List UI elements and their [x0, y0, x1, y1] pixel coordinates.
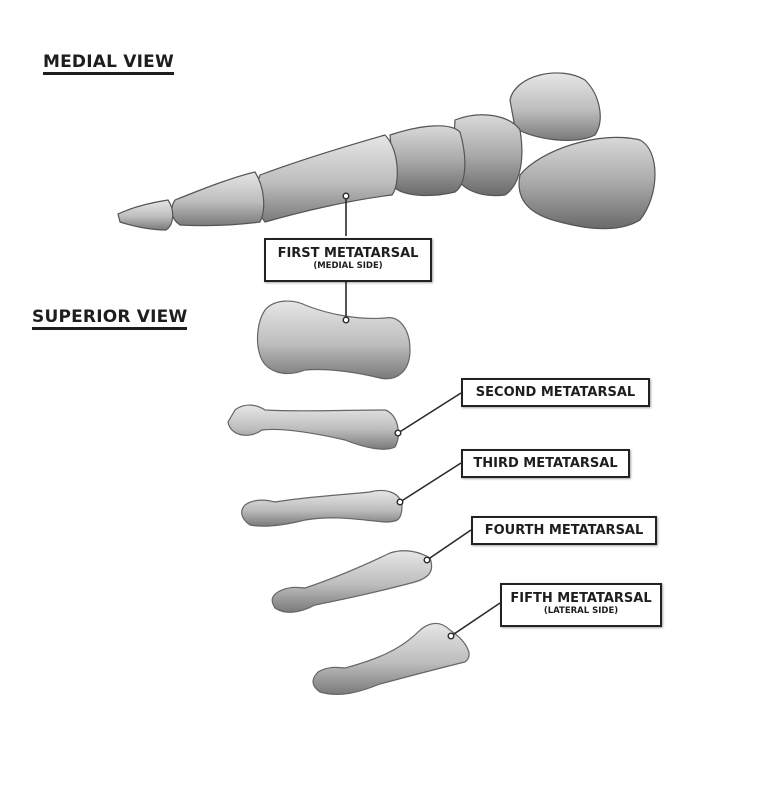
leader-lines	[345, 196, 501, 637]
medial-cuneiform	[389, 125, 466, 197]
label-main: SECOND METATARSAL	[475, 385, 636, 400]
fourth-metatarsal	[271, 550, 433, 613]
label-sub: (LATERAL SIDE)	[543, 606, 619, 616]
talus	[509, 72, 601, 141]
superior-view-heading: SUPERIOR VIEW	[32, 308, 188, 330]
first-metatarsal-superior	[256, 300, 411, 380]
proximal-phalanx	[171, 171, 265, 227]
label-main: FOURTH METATARSAL	[484, 523, 644, 538]
label-second-metatarsal: SECOND METATARSAL	[461, 378, 650, 407]
medial-view-heading: MEDIAL VIEW	[43, 53, 174, 75]
leader-dots	[342, 192, 455, 640]
first-metatarsal-medial	[255, 134, 398, 223]
medial-foot-skeleton	[117, 72, 656, 231]
label-sub: (MEDIAL SIDE)	[313, 261, 383, 271]
calcaneus	[518, 136, 656, 230]
second-metatarsal	[227, 404, 399, 450]
label-main: FIFTH METATARSAL	[510, 591, 652, 606]
distal-phalanx	[117, 199, 174, 231]
fifth-metatarsal	[312, 622, 470, 696]
label-third-metatarsal: THIRD METATARSAL	[461, 449, 630, 478]
label-fifth-metatarsal: FIFTH METATARSAL (LATERAL SIDE)	[500, 583, 662, 627]
label-main: FIRST METATARSAL	[277, 246, 419, 261]
label-main: THIRD METATARSAL	[473, 456, 618, 471]
label-first-metatarsal: FIRST METATARSAL (MEDIAL SIDE)	[264, 238, 432, 282]
label-fourth-metatarsal: FOURTH METATARSAL	[471, 516, 657, 545]
navicular	[451, 114, 523, 197]
third-metatarsal	[241, 489, 403, 527]
